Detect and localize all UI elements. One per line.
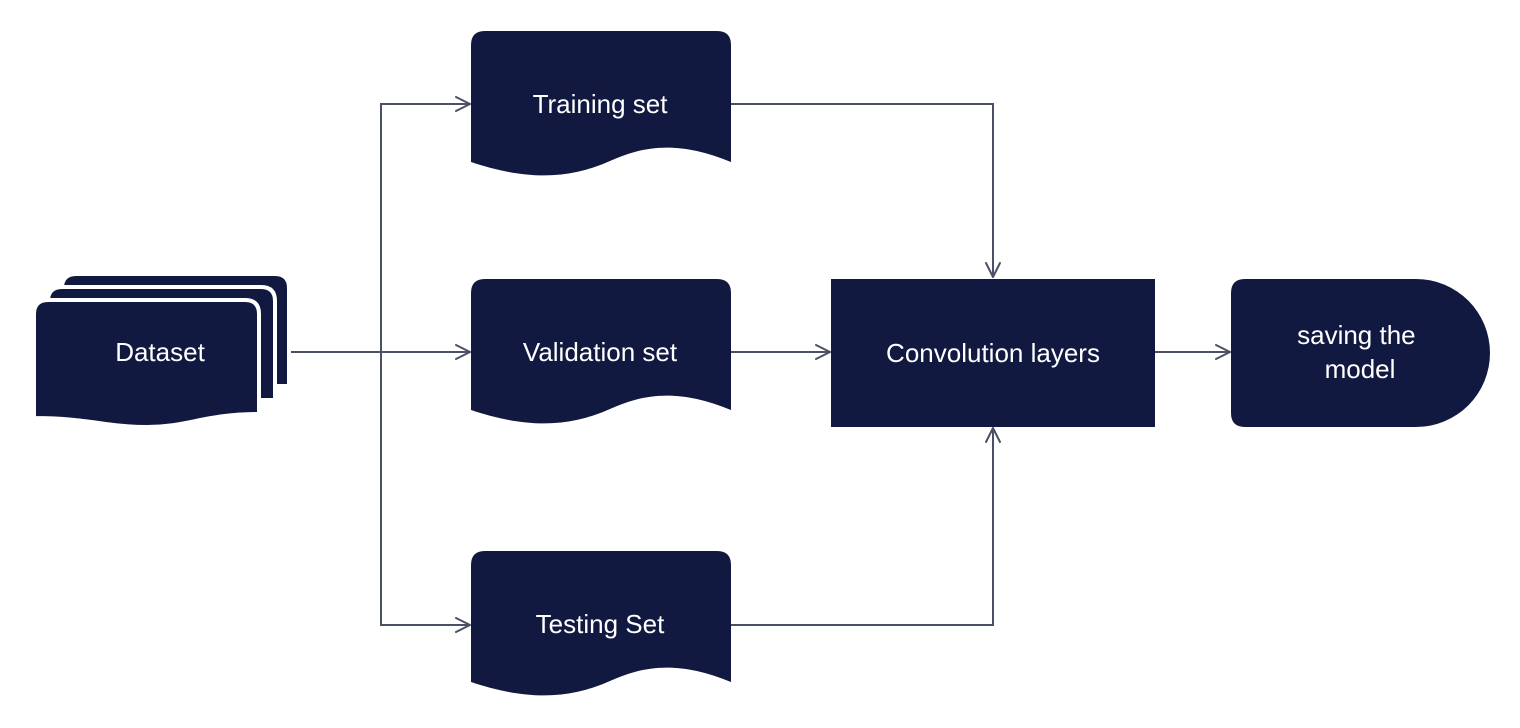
edge-testing-to-convolution <box>731 428 994 626</box>
node-training-set[interactable]: Training set <box>471 31 731 176</box>
testing-set-shape <box>471 551 731 696</box>
arrowhead-convolution-bottom <box>985 427 1001 443</box>
arrowhead-training <box>455 96 471 112</box>
edge-dataset-to-training <box>380 103 470 352</box>
node-convolution-layers[interactable]: Convolution layers <box>831 279 1155 427</box>
validation-set-shape <box>471 279 731 424</box>
saving-the-model-shape <box>1231 279 1490 427</box>
edge-training-to-convolution <box>731 103 994 277</box>
validation-set-label: Validation set <box>523 337 678 367</box>
arrowhead-validation <box>455 344 471 360</box>
saving-the-model-label: saving the model <box>1297 320 1423 384</box>
arrowhead-convolution-top <box>985 262 1001 278</box>
testing-set-label: Testing Set <box>536 609 665 639</box>
saving-the-model-line-1: saving the <box>1297 320 1416 350</box>
convolution-layers-shape <box>831 279 1155 427</box>
node-dataset[interactable]: Dataset <box>32 272 291 430</box>
edge-dataset-to-testing <box>380 352 470 626</box>
training-set-label: Training set <box>533 89 669 119</box>
node-testing-set[interactable]: Testing Set <box>471 551 731 696</box>
training-set-shape <box>471 31 731 176</box>
node-saving-the-model[interactable]: saving the model <box>1231 279 1490 427</box>
connectors <box>290 96 1231 633</box>
dataset-front-sheet <box>32 298 261 430</box>
arrowhead-convolution-left <box>815 344 831 360</box>
node-validation-set[interactable]: Validation set <box>471 279 731 424</box>
dataset-label: Dataset <box>115 337 205 367</box>
saving-the-model-line-2: model <box>1325 354 1396 384</box>
arrowhead-testing <box>455 617 471 633</box>
arrowhead-saving <box>1215 344 1231 360</box>
convolution-layers-label: Convolution layers <box>886 338 1100 368</box>
